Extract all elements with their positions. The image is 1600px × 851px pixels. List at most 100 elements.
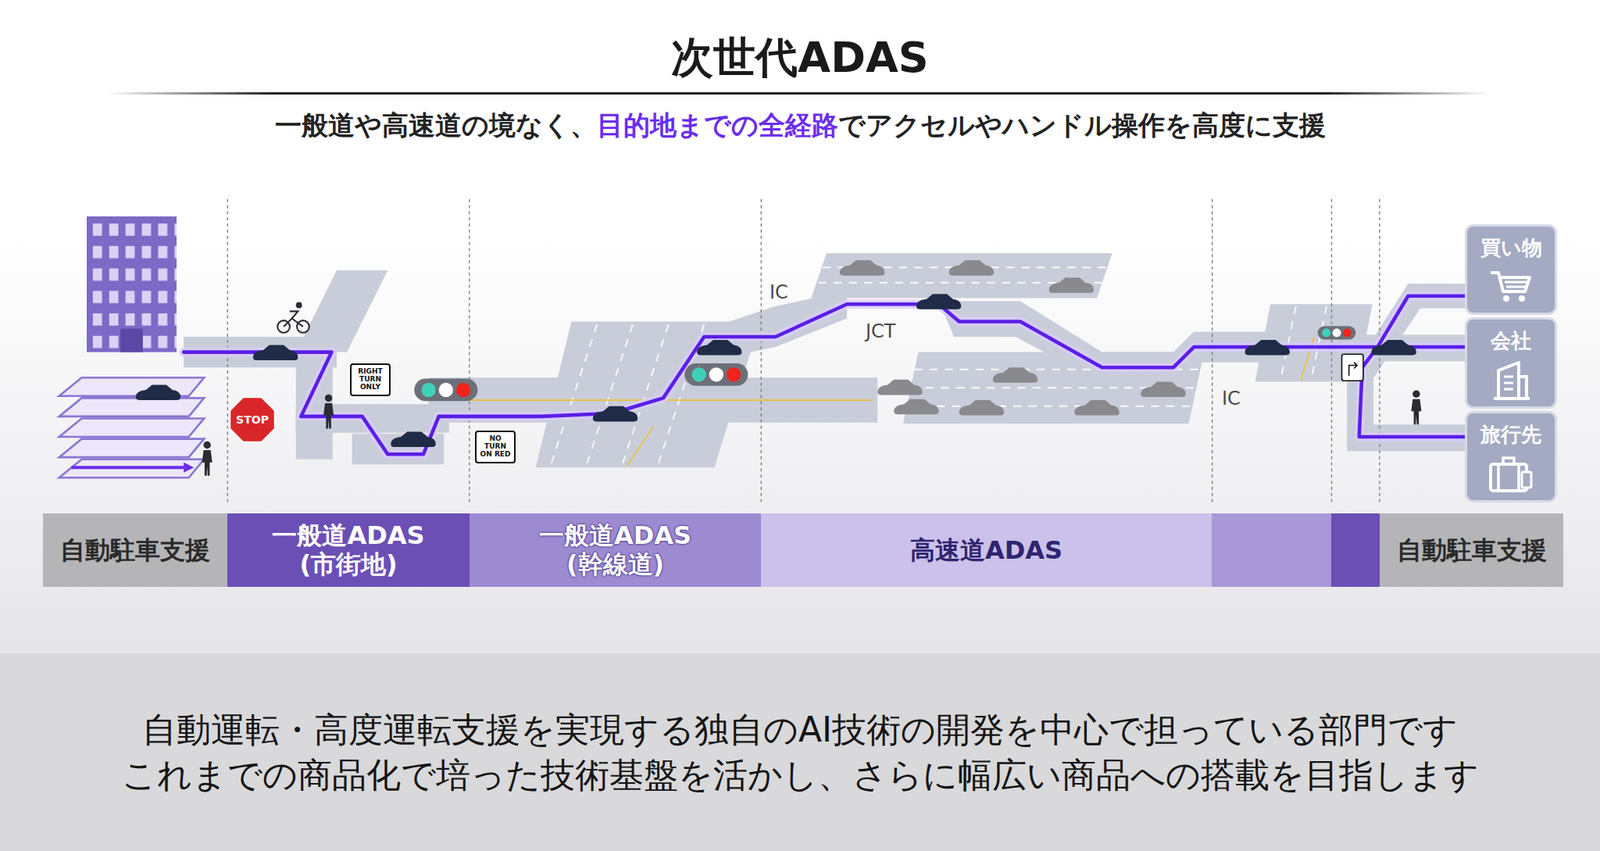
node-text: 会社 (1490, 327, 1532, 355)
destination-icon (1485, 453, 1536, 499)
interchange-label: IC (769, 281, 789, 304)
node-text: STOP (235, 413, 269, 426)
phase-band: 一般道ADAS (市街地) (227, 513, 470, 587)
destination-icon (1504, 282, 1527, 287)
building (86, 216, 177, 353)
section-divider (468, 199, 470, 503)
node-text: 自動駐車支援 (1396, 535, 1547, 565)
stop-sign: STOP (228, 396, 276, 443)
node-text: 旅行先 (1480, 421, 1542, 449)
traffic-car (949, 260, 994, 276)
title-rule (107, 92, 1490, 95)
node-text: 高速道ADAS (910, 535, 1063, 565)
destination-icon (1521, 471, 1532, 488)
parking-ramp (59, 418, 204, 438)
destination-box: 旅行先 (1467, 413, 1555, 500)
title: 次世代ADAS (0, 29, 1600, 87)
ego-car (1244, 339, 1290, 356)
destination-icon (1487, 266, 1535, 306)
destination-icon (1490, 272, 1530, 292)
traffic-car (992, 367, 1038, 383)
lane-marking (550, 324, 597, 465)
cyclist (296, 302, 303, 309)
pedestrian (1410, 389, 1422, 425)
destination-icon (1498, 457, 1519, 491)
node-text: 一般道ADAS (幹線道) (521, 521, 710, 579)
road-sign: RIGHT TURN ONLY (350, 363, 391, 397)
pedestrian (323, 394, 334, 429)
ego-car (1371, 339, 1416, 356)
road (183, 253, 1470, 468)
node-text: 自動駐車支援 (60, 535, 211, 565)
destination-box: 買い物 (1467, 226, 1555, 313)
stop-octagon (229, 396, 275, 443)
small-sign (1349, 362, 1358, 376)
ego-car (390, 431, 436, 447)
route-band (1331, 513, 1380, 587)
node-text: NO TURN ON RED (478, 435, 512, 459)
destination-icon (1487, 359, 1535, 402)
node-text: 買い物 (1480, 234, 1543, 262)
phase-band: 自動駐車支援 (1379, 513, 1564, 587)
node-text: RIGHT TURN ONLY (353, 367, 387, 392)
ego-car (592, 406, 638, 422)
destination-icon (1485, 453, 1536, 496)
destination-icon (1487, 359, 1535, 405)
destination-icon (1493, 376, 1530, 399)
ego-car (253, 344, 298, 361)
ego-car (696, 339, 742, 356)
caption-ground (0, 653, 1600, 851)
parking-path (71, 465, 184, 469)
lane-marking (550, 267, 1327, 465)
ego-car (135, 384, 181, 400)
destination-icon (1498, 362, 1519, 399)
section-divider (760, 199, 762, 503)
destination-icon (1503, 376, 1514, 390)
interchange-label: JCT (865, 320, 897, 343)
traffic-car (893, 399, 939, 415)
traffic-car (877, 379, 922, 396)
route-band (1211, 513, 1380, 587)
parking-ramp (59, 439, 204, 458)
lane-marking (906, 405, 1193, 408)
node-text: 一般道ADAS (市街地) (254, 521, 443, 579)
road-sign: NO TURN ON RED (475, 430, 516, 464)
small-sign (1342, 353, 1364, 381)
destination-box: 会社 (1467, 319, 1555, 407)
traffic-car (1049, 277, 1094, 293)
destination-icon (1503, 295, 1510, 302)
cyclist (277, 302, 309, 333)
cyclist (283, 310, 304, 327)
subtitle-part: 一般道や高速道の境なく、 (275, 109, 597, 141)
route (183, 296, 1470, 454)
route (183, 296, 1470, 454)
parking-ramp (59, 377, 204, 397)
subtitle-part: でアクセルやハンドル操作を高度に支援 (838, 109, 1326, 141)
pedestrian (202, 441, 213, 476)
caption-line: 自動運転・高度運転支援を実現する独自のAI技術の開発を中心で担っている部門です (0, 707, 1600, 754)
road-scene (59, 199, 1470, 503)
route (183, 296, 1470, 454)
traffic-light (1317, 325, 1357, 340)
phase-band: 高速道ADAS (760, 513, 1212, 587)
small-sign (1342, 353, 1364, 381)
interchange-label: IC (1221, 387, 1241, 410)
road (810, 253, 1112, 298)
subtitle: 一般道や高速道の境なく、目的地までの全経路でアクセルやハンドル操作を高度に支援 (0, 107, 1600, 144)
traffic-car (1074, 400, 1119, 416)
building (86, 216, 177, 353)
ego-car (916, 293, 961, 310)
center-line (627, 426, 654, 466)
traffic-light (414, 378, 478, 402)
traffic-car (839, 260, 1186, 416)
parking-ramp (59, 397, 204, 417)
route-band (1211, 513, 1332, 587)
caption-line: これまでの商品化で培った技術基盤を活かし、さらに幅広い商品への搭載を目指します (0, 752, 1600, 799)
traffic-car (1140, 381, 1186, 397)
building (86, 216, 177, 353)
phase-band: 自動駐車支援 (42, 513, 228, 587)
building (120, 328, 143, 353)
traffic-car (959, 400, 1004, 416)
lane-marking (586, 324, 633, 465)
